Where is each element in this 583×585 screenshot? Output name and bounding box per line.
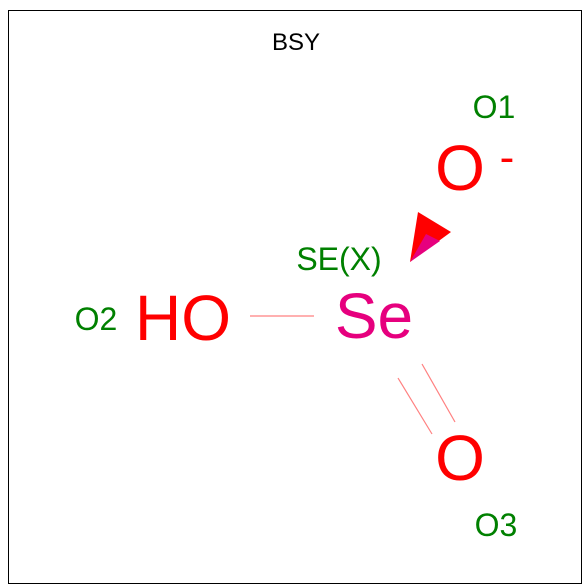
diagram-title: BSY [272,29,320,56]
atom-o1-charge: - [500,133,515,182]
atom-o3-symbol: O [435,422,485,494]
bond-se-o3-a [397,377,433,435]
atom-se-symbol: Se [335,280,413,352]
bond-se-o3-b [421,363,456,423]
atom-o2-symbol: HO [135,282,231,354]
wedge-bond-se-o1-base [410,234,440,262]
atom-o2-label: O2 [75,301,118,337]
atom-o3-label: O3 [475,507,518,543]
atom-se-label: SE(X) [296,241,381,277]
atom-o1-label: O1 [473,89,516,125]
atom-o1-symbol: O [435,132,485,204]
diagram-frame [8,10,582,584]
